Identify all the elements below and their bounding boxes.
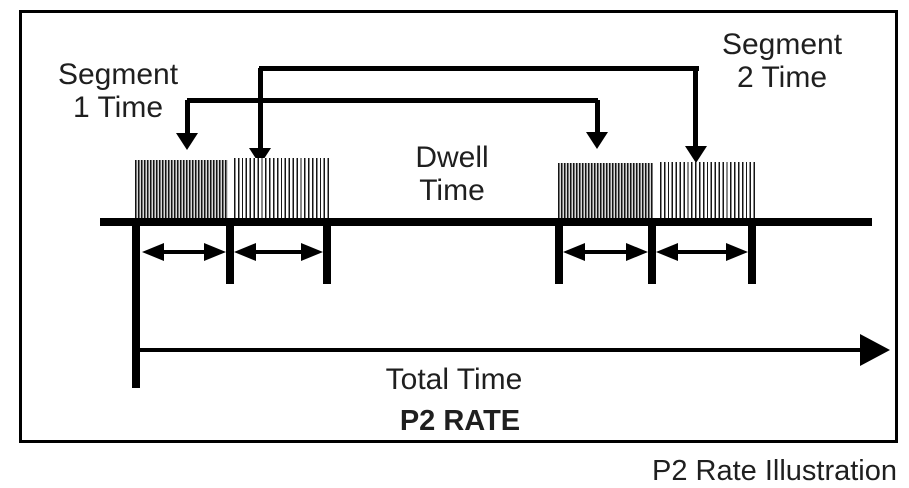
segment2-label-line2: 2 Time (736, 61, 828, 94)
group2-start-tick (555, 224, 563, 284)
group2-segment1-duration-arrow (563, 243, 648, 261)
arrow-stem (579, 250, 632, 254)
timeline (100, 218, 872, 226)
p2-rate-label: P2 RATE (399, 405, 521, 437)
segment1-connector-line (187, 98, 598, 103)
arrow-right-head-icon (301, 243, 323, 261)
burst-group1-segment2-block (234, 158, 330, 219)
dwell-time-label: Dwell Time (372, 141, 532, 207)
dwell-time-label-line2: Time (419, 174, 485, 207)
group2-segment2-duration-arrow (656, 243, 748, 261)
dwell-time-label-line1: Dwell (415, 141, 489, 174)
total-time-arrow-stem (136, 348, 862, 352)
segment1-label-line2: 1 Time (72, 91, 164, 124)
arrow-left-head-icon (234, 243, 256, 261)
arrow-right-head-icon (726, 243, 748, 261)
burst-group2-segment2-block (660, 162, 756, 219)
segment1-connector-left-stem (185, 100, 190, 133)
arrow-right-head-icon (204, 243, 226, 261)
arrow-left-head-icon (563, 243, 585, 261)
segment1-right-down-arrow-icon (586, 132, 608, 149)
burst-group2-segment1-block (558, 163, 653, 219)
arrow-stem (158, 250, 210, 254)
segment1-left-down-arrow-icon (176, 133, 198, 150)
total-time-arrow-head-icon (860, 334, 890, 366)
segment2-connector-right-stem (693, 68, 698, 146)
segment2-connector-left-stem (258, 68, 263, 148)
arrow-stem (672, 250, 732, 254)
arrow-left-head-icon (142, 243, 164, 261)
arrow-left-head-icon (656, 243, 678, 261)
segment2-label-line1: Segment (721, 28, 843, 61)
group1-segment1-duration-arrow (142, 243, 226, 261)
group1-end-tick (323, 224, 331, 284)
group1-mid-tick (226, 224, 234, 284)
origin-tick (132, 224, 140, 388)
group2-mid-tick (648, 224, 656, 284)
segment1-label-line1: Segment (57, 58, 179, 91)
figure-caption: P2 Rate Illustration (651, 455, 897, 487)
arrow-right-head-icon (626, 243, 648, 261)
group1-segment2-duration-arrow (234, 243, 323, 261)
group2-end-tick (748, 224, 756, 284)
burst-group1-segment1-block (135, 160, 228, 219)
segment2-label: Segment 2 Time (702, 28, 862, 94)
segment2-connector-line (259, 66, 699, 71)
total-time-label: Total Time (385, 363, 523, 396)
segment1-label: Segment 1 Time (38, 58, 198, 124)
segment1-connector-right-stem (595, 100, 600, 132)
arrow-stem (250, 250, 307, 254)
segment2-right-down-arrow-icon (685, 146, 707, 163)
